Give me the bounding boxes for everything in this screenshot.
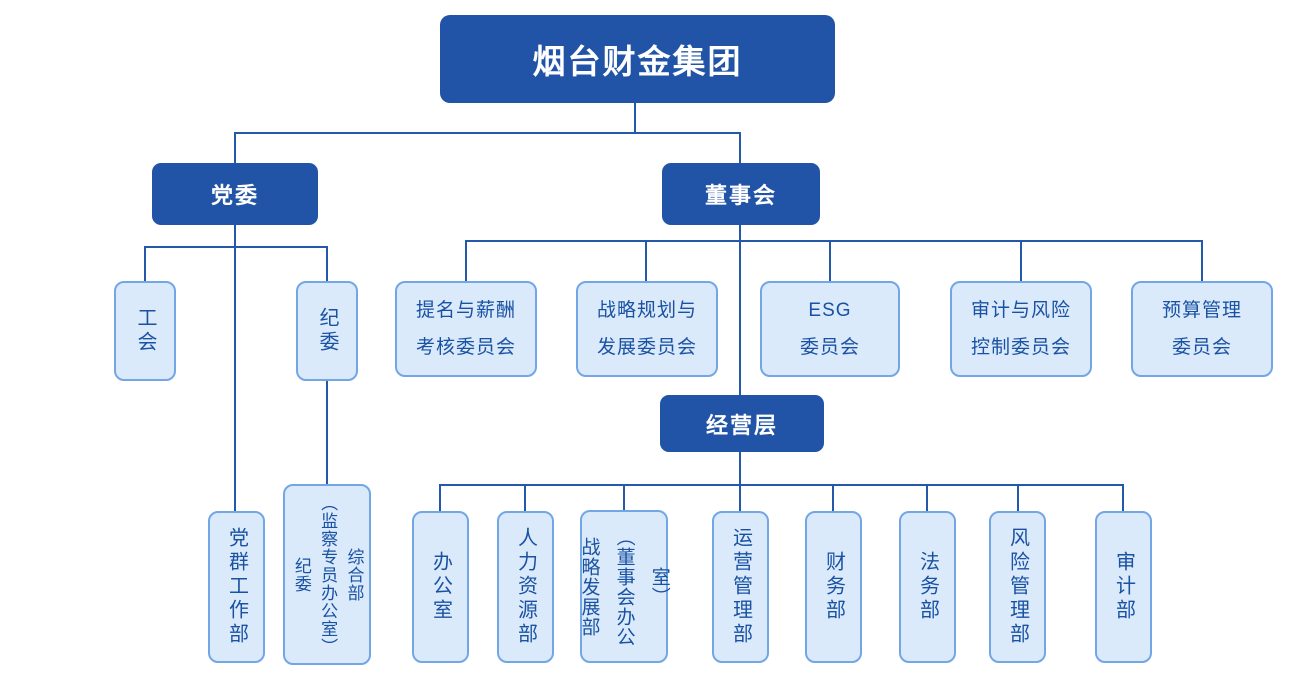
- connector-committee-drop-3: [829, 240, 831, 281]
- node-party-committee: 党委: [152, 163, 318, 225]
- node-committee-audit-risk-control: 审计与风险 控制委员会: [950, 281, 1092, 377]
- node-dept-risk-management: 风险管理部: [989, 511, 1046, 663]
- node-dept-audit: 审计部: [1095, 511, 1152, 663]
- node-root: 烟台财金集团: [440, 15, 835, 103]
- node-management-layer: 经营层: [660, 395, 824, 452]
- connector-dept-drop-3: [623, 484, 625, 511]
- node-labor-union: 工会: [114, 281, 176, 381]
- connector-discipline-dept-drop: [326, 380, 328, 484]
- node-committee-nomination-compensation: 提名与薪酬 考核委员会: [395, 281, 537, 377]
- connector-party-rail: [145, 246, 327, 248]
- connector-dept-rail: [439, 484, 1123, 486]
- connector-party-trunk: [234, 225, 236, 511]
- connector-root-down: [634, 103, 636, 132]
- connector-union-drop: [144, 246, 146, 281]
- connector-dept-drop-6: [926, 484, 928, 511]
- connector-party-drop: [234, 132, 236, 163]
- connector-dept-drop-2: [524, 484, 526, 511]
- node-dept-finance: 财务部: [805, 511, 862, 663]
- connector-management-drop: [739, 452, 741, 484]
- node-dept-operations-management: 运营管理部: [712, 511, 769, 663]
- connector-dept-drop-8: [1122, 484, 1124, 511]
- connector-top-rail: [235, 132, 741, 134]
- connector-dept-drop-4: [739, 484, 741, 511]
- node-dept-party-mass-work: 党群工作部: [208, 511, 265, 663]
- connector-discipline-drop: [326, 246, 328, 281]
- connector-committee-drop-5: [1201, 240, 1203, 281]
- connector-committee-drop-2: [645, 240, 647, 281]
- connector-dept-drop-7: [1017, 484, 1019, 511]
- connector-committee-drop-4: [1020, 240, 1022, 281]
- node-committee-esg: ESG 委员会: [760, 281, 900, 377]
- connector-committee-rail: [465, 240, 1202, 242]
- connector-board-trunk: [739, 225, 741, 395]
- node-dept-office: 办公室: [412, 511, 469, 663]
- node-committee-budget-management: 预算管理 委员会: [1131, 281, 1273, 377]
- node-dept-legal: 法务部: [899, 511, 956, 663]
- connector-board-drop: [739, 132, 741, 163]
- connector-committee-drop-1: [465, 240, 467, 281]
- node-dept-human-resources: 人力资源部: [497, 511, 554, 663]
- node-committee-strategic-planning: 战略规划与 发展委员会: [576, 281, 718, 377]
- node-board-of-directors: 董事会: [662, 163, 820, 225]
- node-dept-discipline-general-office: 纪委 （监察专员办公室） 综合部: [283, 484, 371, 665]
- connector-dept-drop-1: [439, 484, 441, 511]
- node-discipline-committee: 纪委: [296, 281, 358, 381]
- node-dept-strategy-development: 战略发展部 （董事会办公室）: [578, 510, 670, 663]
- connector-dept-drop-5: [832, 484, 834, 511]
